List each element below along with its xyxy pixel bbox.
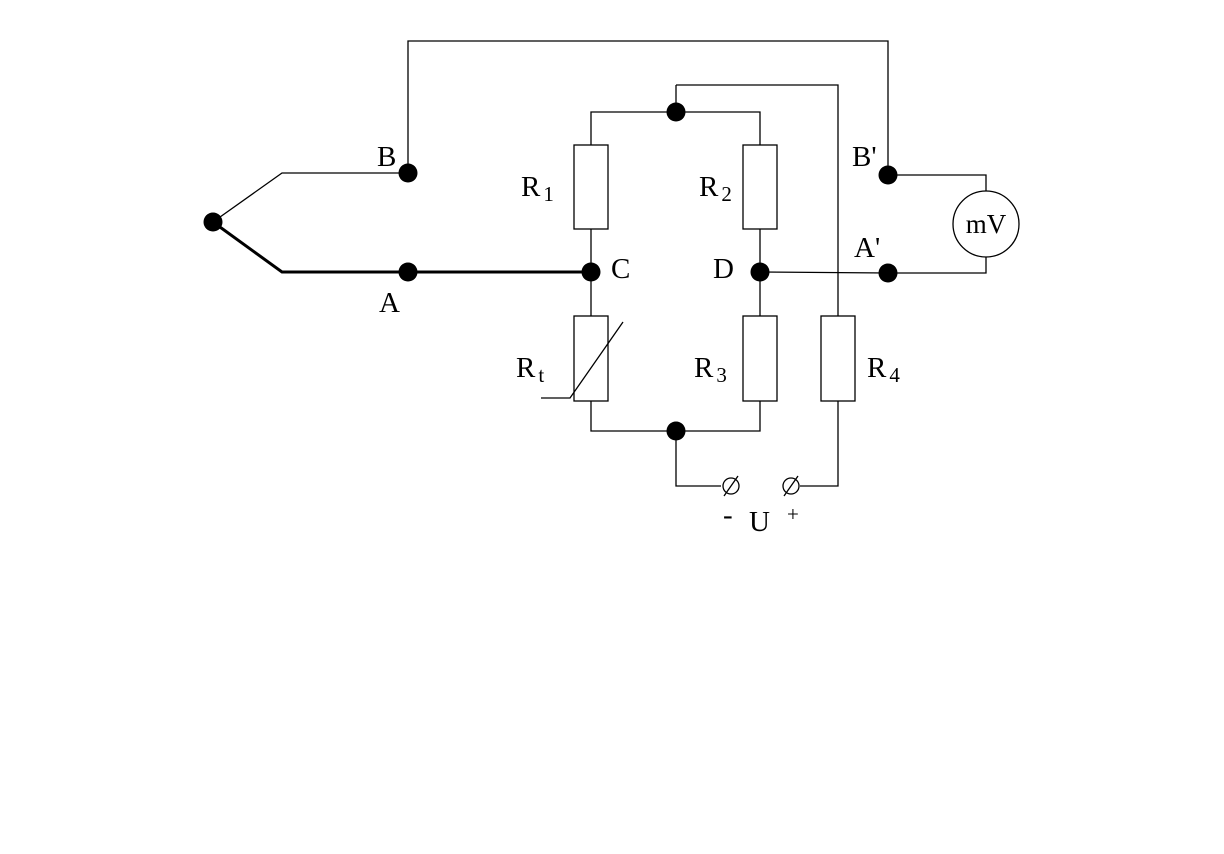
label-a-prime: A': [854, 232, 880, 264]
label-b: B: [377, 141, 396, 173]
label-b-prime: B': [852, 141, 877, 173]
wire-meter-to-a-prime: [888, 257, 987, 274]
label-supply-plus: +: [787, 502, 799, 526]
minus-terminal-icon: [722, 475, 740, 497]
node-d: [750, 262, 770, 282]
label-supply-u: U: [749, 506, 770, 538]
nodes: [203, 102, 898, 441]
node-top: [666, 102, 686, 122]
plus-terminal-icon: [782, 475, 800, 497]
wire-r4-to-plus-terminal: [800, 401, 839, 487]
resistor-r1: [573, 144, 609, 230]
node-a: [398, 262, 418, 282]
resistor-r2: [742, 144, 778, 230]
label-supply-minus: -: [723, 499, 733, 531]
node-b-prime: [878, 165, 898, 185]
label-a: A: [379, 287, 400, 319]
wire-thermocouple-upper: [212, 172, 408, 223]
wire-b-to-b-prime: [407, 40, 889, 175]
node-b: [398, 163, 418, 183]
wire-top-right-branch: [676, 111, 761, 145]
node-bottom: [666, 421, 686, 441]
label-d: D: [713, 253, 734, 285]
resistor-rt: [573, 315, 609, 402]
resistor-r3: [742, 315, 778, 402]
wire-b-prime-to-meter: [888, 174, 987, 192]
label-c: C: [611, 253, 630, 285]
resistor-r4: [820, 315, 856, 402]
wire-d-to-a-prime: [759, 271, 889, 274]
millivoltmeter: [952, 190, 1020, 258]
rt-variable-arrow: [541, 321, 624, 399]
wire-top-to-r4: [676, 84, 839, 316]
wire-top-left-branch: [590, 111, 676, 145]
wire-to-minus-terminal: [675, 431, 721, 487]
node-a-prime: [878, 263, 898, 283]
millivoltmeter-label: mV: [966, 209, 1007, 239]
node-junction: [203, 212, 223, 232]
node-c: [581, 262, 601, 282]
wire-thermocouple-lower: [212, 220, 591, 274]
